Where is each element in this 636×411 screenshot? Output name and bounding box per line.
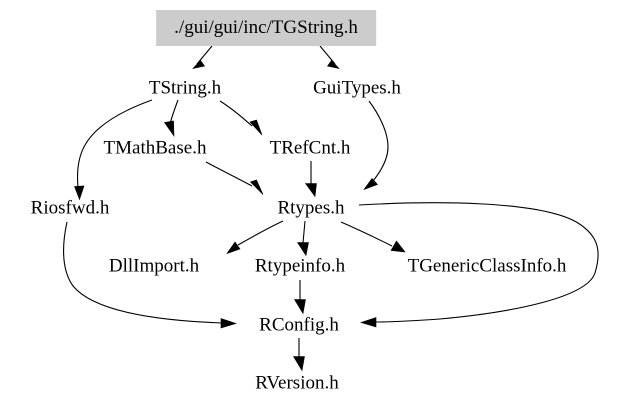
node-trefcnt-h[interactable]: TRefCnt.h — [269, 137, 351, 159]
edge-trefcnt-to-rtypes — [304, 161, 317, 198]
node-tgstring-h[interactable]: ./gui/gui/inc/TGString.h — [156, 10, 376, 46]
edge-rtypes-to-tgeneric — [340, 221, 406, 253]
edge-tmathbase-to-rtypes — [205, 161, 264, 195]
edge-tstring-to-trefcnt — [219, 100, 263, 136]
edge-rtypeinfo-to-rconfig — [293, 280, 306, 315]
node-guitypes-h[interactable]: GuiTypes.h — [313, 77, 401, 99]
edge-rtypes-to-dllimport — [226, 220, 284, 255]
node-rtypeinfo-h[interactable]: Rtypeinfo.h — [254, 255, 346, 277]
node-tgenericclassinfo-h[interactable]: TGenericClassInfo.h — [407, 255, 567, 277]
node-rversion-h[interactable]: RVersion.h — [255, 372, 339, 394]
edge-rtypes-to-rtypeinfo — [296, 220, 309, 257]
node-rconfig-h[interactable]: RConfig.h — [259, 314, 339, 336]
edge-tstring-to-riosfwd — [74, 99, 153, 201]
edge-rconfig-to-rversion — [292, 338, 305, 372]
edge-tgstring-to-tstring — [192, 45, 213, 69]
edge-guitypes-to-rtypes — [363, 100, 389, 191]
node-tstring-h[interactable]: TString.h — [148, 77, 222, 99]
node-riosfwd-h[interactable]: Riosfwd.h — [30, 197, 110, 219]
edge-tgstring-to-guitypes — [319, 45, 340, 69]
edge-riosfwd-to-rconfig — [63, 221, 237, 329]
edge-tstring-to-tmathbase — [163, 99, 179, 137]
node-rtypes-h[interactable]: Rtypes.h — [277, 197, 345, 219]
edge-rtypes-to-rconfig — [358, 202, 599, 328]
node-dllimport-h[interactable]: DllImport.h — [108, 255, 200, 277]
node-tmathbase-h[interactable]: TMathBase.h — [103, 137, 207, 159]
